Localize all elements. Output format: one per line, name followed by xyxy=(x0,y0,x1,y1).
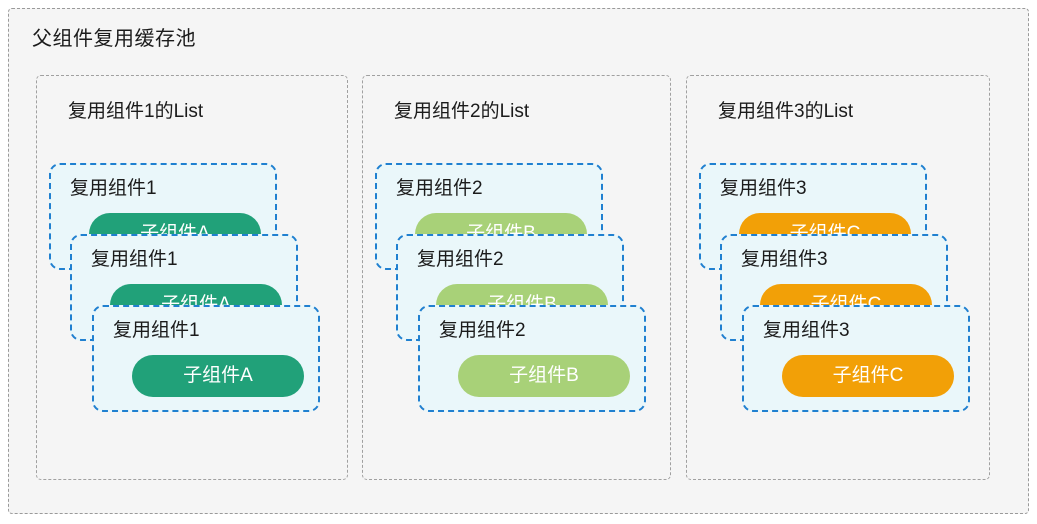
card-title: 复用组件1 xyxy=(91,249,178,270)
reusable-component-card[interactable]: 复用组件2 子组件B xyxy=(418,305,646,412)
parent-component-reuse-pool: 父组件复用缓存池 复用组件1的List复用组件1子组件A复用组件1子组件A复用组… xyxy=(8,8,1029,514)
reuse-list-column-2: 复用组件2的List复用组件2子组件B复用组件2子组件B复用组件2子组件B xyxy=(362,75,671,480)
column-title: 复用组件3的List xyxy=(718,101,854,122)
column-title: 复用组件2的List xyxy=(394,101,530,122)
card-title: 复用组件2 xyxy=(439,320,526,341)
reusable-component-card[interactable]: 复用组件3 子组件C xyxy=(742,305,970,412)
child-component-pill[interactable]: 子组件A xyxy=(132,355,304,397)
card-title: 复用组件1 xyxy=(113,320,200,341)
pool-title: 父组件复用缓存池 xyxy=(32,28,196,50)
child-component-pill[interactable]: 子组件C xyxy=(782,355,954,397)
card-title: 复用组件1 xyxy=(70,178,157,199)
card-title: 复用组件2 xyxy=(417,249,504,270)
card-title: 复用组件2 xyxy=(396,178,483,199)
card-title: 复用组件3 xyxy=(763,320,850,341)
card-title: 复用组件3 xyxy=(720,178,807,199)
column-title: 复用组件1的List xyxy=(68,101,204,122)
reuse-list-column-1: 复用组件1的List复用组件1子组件A复用组件1子组件A复用组件1子组件A xyxy=(36,75,348,480)
reuse-list-columns: 复用组件1的List复用组件1子组件A复用组件1子组件A复用组件1子组件A复用组… xyxy=(9,9,1028,513)
reuse-list-column-3: 复用组件3的List复用组件3子组件C复用组件3子组件C复用组件3子组件C xyxy=(686,75,990,480)
reusable-component-card[interactable]: 复用组件1 子组件A xyxy=(92,305,320,412)
child-component-pill[interactable]: 子组件B xyxy=(458,355,630,397)
card-title: 复用组件3 xyxy=(741,249,828,270)
